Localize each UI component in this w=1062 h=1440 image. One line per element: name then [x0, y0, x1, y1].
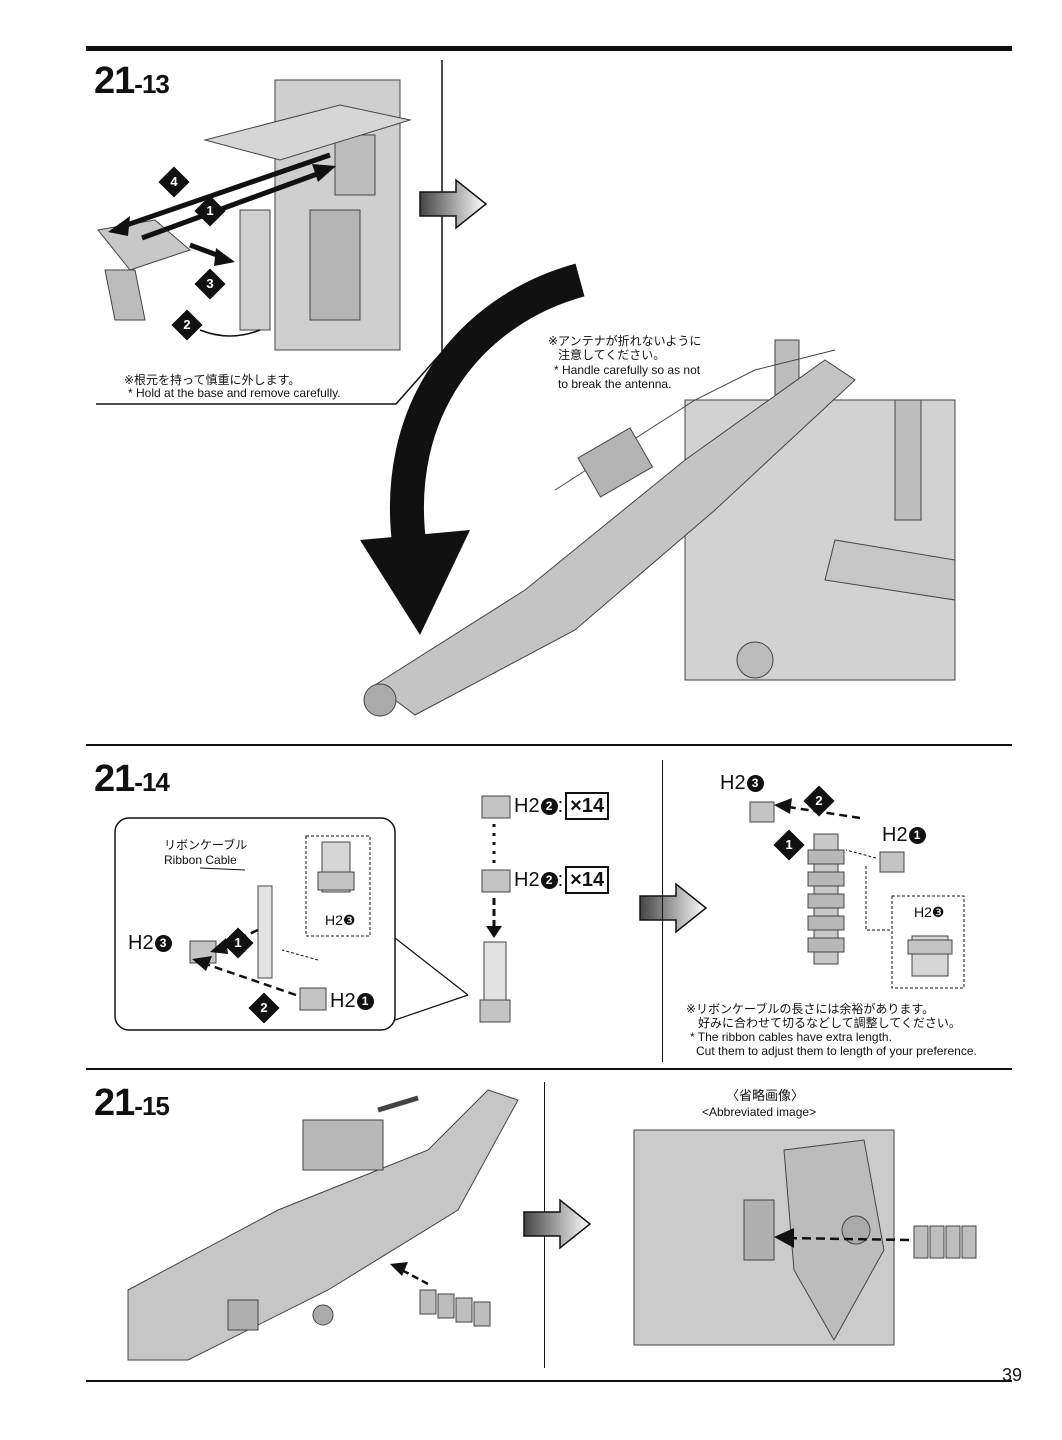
rifle-assembly-illustration: [363, 339, 956, 717]
order-badge-1-c: 1: [773, 829, 805, 861]
ribbon-label-en: Ribbon Cable: [164, 853, 237, 867]
part-number-badge: 2: [540, 872, 558, 890]
order-badge-label: 1: [785, 837, 793, 852]
abbrev-label-en: <Abbreviated image>: [702, 1105, 817, 1119]
step-major: 21: [94, 60, 135, 102]
next-step-arrow-icon: [419, 178, 488, 230]
step-minor: -14: [134, 767, 170, 797]
bottom-rule: [86, 1380, 1012, 1382]
ribbon-note-jp-1: ※リボンケーブルの長さには余裕があります。: [686, 1002, 935, 1016]
part-number-badge: 1: [908, 827, 926, 845]
step-21-14-number: 21-14: [94, 758, 170, 801]
step-21-15-number: 21-15: [94, 1082, 170, 1125]
step-minor: -15: [134, 1091, 170, 1121]
ribbon-note-en-1: * The ribbon cables have extra length.: [690, 1030, 892, 1044]
abbrev-label-jp: 〈省略画像〉: [726, 1088, 805, 1103]
step13-note-jp: ※根元を持って慎重に外します。: [124, 373, 301, 387]
section-rule-1: [86, 744, 1012, 746]
step14-divider: [662, 760, 663, 1062]
page-number: 39: [1001, 1365, 1022, 1385]
order-badge-2-c: 2: [803, 785, 835, 817]
section-rule-2: [86, 1068, 1012, 1070]
part-code: H2: [882, 824, 908, 846]
part-code: H2: [514, 795, 540, 817]
part-code: H2: [330, 990, 356, 1012]
step13-note-en: * Hold at the base and remove carefully.: [128, 386, 341, 400]
step-21-13-number: 21-13: [94, 60, 170, 103]
antenna-note-en-2: to break the antenna.: [558, 377, 672, 391]
antenna-note-jp-2: 注意してください。: [558, 348, 666, 362]
part-code: H2: [128, 932, 154, 954]
step-major: 21: [94, 758, 135, 800]
next-step-arrow-icon-3: [523, 1198, 592, 1250]
next-step-arrow-icon-2: [639, 882, 708, 934]
part-code: H2: [720, 772, 746, 794]
multiplier-badge: ×14: [565, 866, 610, 894]
inset-label-h2-3: H2❸: [325, 912, 356, 928]
rotate-arrow-icon: [360, 263, 585, 635]
abbreviated-image-illustration: [633, 1129, 977, 1346]
backpack-removal-illustration: [97, 79, 412, 351]
ribbon-note-en-2: Cut them to adjust them to length of you…: [696, 1044, 977, 1058]
part-number-badge: 3: [746, 775, 764, 793]
ribbon-label-jp: リボンケーブル: [164, 838, 248, 852]
part-number-badge: 1: [356, 993, 374, 1011]
step-minor: -13: [134, 69, 170, 99]
antenna-note-en-1: * Handle carefully so as not: [554, 363, 701, 377]
ribbon-note-jp-2: 好みに合わせて切るなどして調整してください。: [698, 1016, 961, 1030]
antenna-note-jp-1: ※アンテナが折れないように: [548, 334, 702, 348]
ribbon-chain-illustration: [479, 795, 511, 1023]
rifle-ribbon-insert-illustration: [127, 1089, 519, 1361]
step-major: 21: [94, 1082, 135, 1124]
multiplier-badge: ×14: [565, 792, 610, 820]
top-rule: [86, 46, 1012, 51]
order-badge-label: 2: [815, 793, 823, 808]
part-number-badge: 2: [540, 798, 558, 816]
inset-label-h2-3-right: H2❸: [914, 904, 945, 920]
part-number-badge: 3: [154, 935, 172, 953]
part-code: H2: [514, 869, 540, 891]
